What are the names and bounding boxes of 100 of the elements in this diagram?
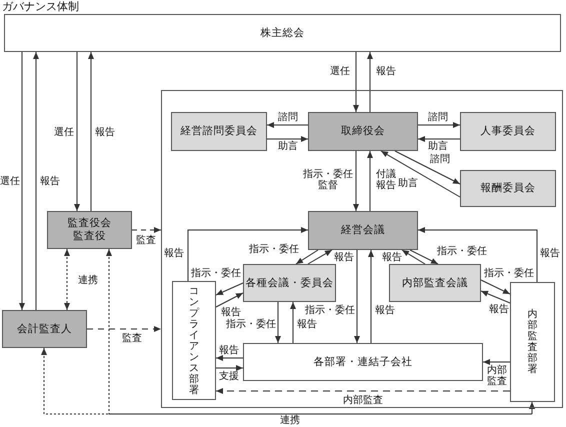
org-box <box>171 112 267 151</box>
arrow <box>480 280 510 294</box>
arrow <box>353 52 359 112</box>
org-box <box>389 264 481 302</box>
edge-label: 諮問 <box>278 112 298 123</box>
edge-label: 指示・委任 <box>226 319 276 330</box>
org-box <box>4 14 561 52</box>
arrow <box>88 52 94 212</box>
edge-label: 諮問 <box>428 112 448 123</box>
arrow <box>308 250 332 264</box>
edge-label: 報告 <box>540 248 560 259</box>
node-label: 報酬委員会 <box>480 182 536 195</box>
arrow <box>216 365 244 371</box>
node-label: 各部署・連結子会社 <box>314 356 412 368</box>
group-frame <box>161 90 563 408</box>
node-label: 経営会議 <box>341 224 385 237</box>
dashed-arrow <box>216 388 510 394</box>
edge-label: 指示・委任監督 <box>302 169 354 191</box>
arrow <box>188 227 308 282</box>
dashed-arrow <box>132 227 162 233</box>
org-box <box>172 281 216 400</box>
arrow <box>367 52 373 112</box>
node-label: 取締役会 <box>341 125 385 138</box>
edge-label: 報告 <box>376 66 396 77</box>
node-label: 株主総会 <box>260 26 304 40</box>
dashed-double-arrow <box>64 248 70 310</box>
arrow <box>418 122 460 128</box>
edge-label: 報告 <box>489 304 509 315</box>
org-box <box>308 211 418 250</box>
edge-label: 報告 <box>40 176 60 187</box>
edge-label: 助言 <box>428 141 448 152</box>
node-label: 監査役 <box>73 230 106 243</box>
org-box <box>460 170 556 207</box>
diagram-title: ガバナンス体制 <box>2 0 79 13</box>
node-label: 内部監査会議 <box>402 276 468 290</box>
org-box <box>460 112 556 151</box>
node-label: 各種会議・委員会 <box>246 276 334 290</box>
org-box <box>2 310 87 348</box>
arrow <box>402 250 426 264</box>
arrow <box>290 302 296 344</box>
arrow <box>216 355 244 361</box>
edge-label: 報告 <box>219 345 239 356</box>
edge-label: 報告 <box>95 127 115 138</box>
edge-label: 選任 <box>0 176 20 187</box>
edge-label: 助言 <box>398 178 418 189</box>
arrow <box>482 359 510 365</box>
arrow <box>33 52 39 310</box>
edge-label: 指示・委任 <box>305 305 355 316</box>
arrow <box>74 52 80 212</box>
edge-label: 指示・委任 <box>191 268 241 279</box>
edge-label: 選任 <box>330 66 350 77</box>
node-label: コンプライアンス部署 <box>189 286 199 396</box>
org-box <box>47 211 132 249</box>
edge-label: 指示・委任 <box>484 268 534 279</box>
edge-label: 報告 <box>164 248 184 259</box>
arrow <box>480 290 510 304</box>
node-label: 監査役会 <box>68 217 112 230</box>
edge-label: 監査 <box>136 235 156 246</box>
arrow <box>367 150 373 212</box>
edge-label: 内部監査 <box>343 395 383 406</box>
org-box <box>243 264 336 302</box>
node-label: 人事委員会 <box>480 125 536 138</box>
edge-label: 監査 <box>122 333 142 344</box>
edge-label: 報告 <box>334 252 354 263</box>
arrow <box>216 292 244 308</box>
edge-label: 指示・委任 <box>249 244 299 255</box>
edge-label: 内部監査 <box>486 365 508 387</box>
arrow <box>418 227 538 282</box>
arrow <box>368 250 374 344</box>
arrow <box>19 52 25 310</box>
arrow <box>266 122 308 128</box>
arrow <box>410 250 438 264</box>
node-label: 経営諮問委員会 <box>180 125 258 138</box>
edge-label: 報告 <box>375 305 395 316</box>
org-box <box>510 282 555 402</box>
dashed-double-arrow <box>106 248 535 414</box>
edge-label: 連携 <box>280 415 300 426</box>
arrow <box>216 282 244 296</box>
node-label: 内部監査部署 <box>528 309 538 375</box>
arrow <box>380 150 460 198</box>
arrow <box>418 136 460 142</box>
dashed-arrow <box>86 326 162 332</box>
arrow <box>266 136 308 142</box>
edge-label: 付議報告 <box>375 169 397 191</box>
edge-label: 助言 <box>278 141 298 152</box>
arrow <box>354 250 360 344</box>
edge-label: 報告 <box>382 252 402 263</box>
arrow <box>296 250 318 264</box>
edge-label: 報告 <box>297 319 317 330</box>
edge-label: 連携 <box>78 275 98 286</box>
edge-label: 支援 <box>219 371 239 382</box>
edge-label: 選任 <box>54 127 74 138</box>
node-label: 会計監査人 <box>17 322 72 336</box>
org-box <box>308 112 418 151</box>
org-box <box>243 343 483 381</box>
arrow <box>275 302 281 344</box>
edge-label: 諮問 <box>430 154 450 165</box>
dashed-double-arrow <box>41 348 535 414</box>
arrow <box>394 150 460 184</box>
edge-label: 指示・委任 <box>437 246 487 257</box>
